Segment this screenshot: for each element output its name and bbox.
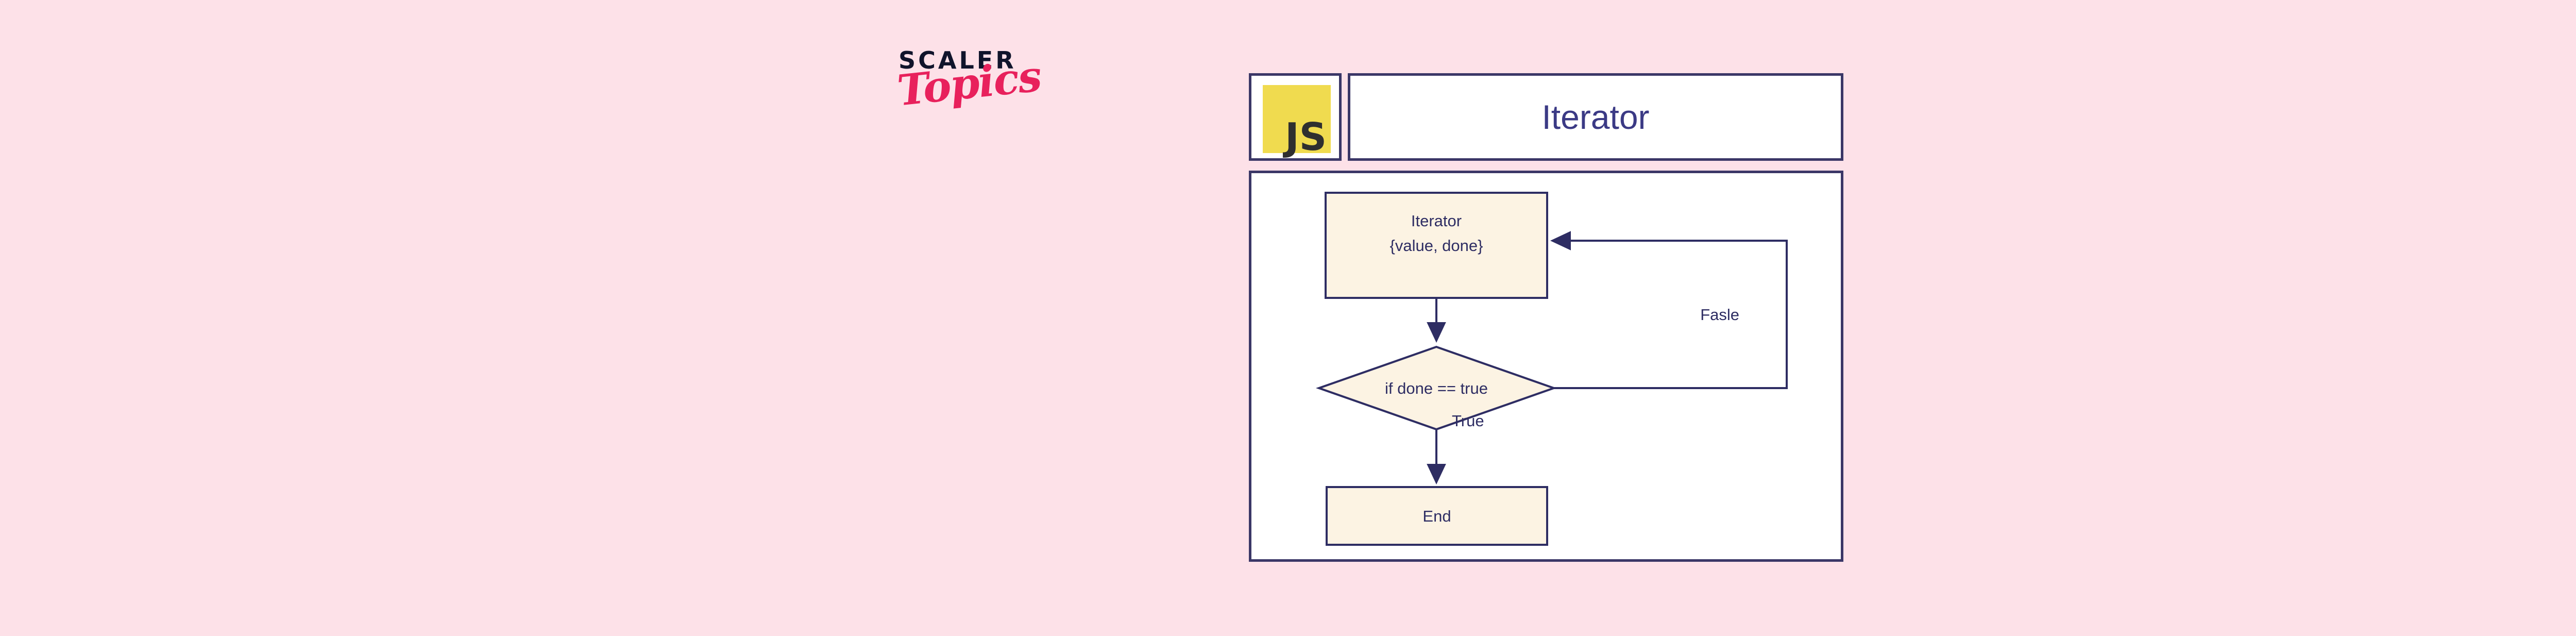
node-iterator-line1: Iterator (1411, 212, 1462, 230)
flowchart-svg: Iterator {value, done} if done == true T… (1315, 192, 1788, 546)
logo-topics-text: Topics (895, 51, 1043, 116)
js-logo-label: JS (1285, 115, 1327, 159)
edge-label-true: True (1452, 412, 1484, 430)
page-title: Iterator (1541, 98, 1650, 136)
js-logo-badge: JS (1249, 73, 1342, 161)
node-end (1326, 486, 1548, 546)
node-end-label: End (1422, 507, 1451, 525)
flowchart-panel: Iterator {value, done} if done == true T… (1249, 171, 1843, 562)
title-box: Iterator (1348, 73, 1843, 161)
edge-decision-to-iterator (1550, 231, 1788, 389)
node-iterator-line2: {value, done} (1389, 237, 1483, 255)
scaler-topics-logo: SCALER Topics (895, 45, 1050, 138)
node-iterator (1325, 192, 1548, 299)
js-logo-icon: JS (1263, 85, 1331, 159)
node-decision-label: if done == true (1385, 379, 1488, 397)
edge-label-fasle: Fasle (1700, 306, 1739, 324)
logo-scaler-text: SCALER (899, 46, 1016, 74)
